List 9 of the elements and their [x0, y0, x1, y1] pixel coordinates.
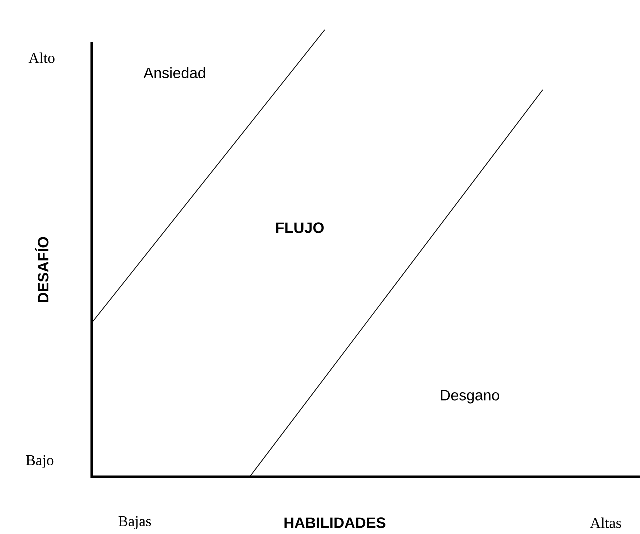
region-label: Desgano [441, 390, 500, 404]
tick-label: Alto [28, 52, 55, 64]
tick-label: Altas [590, 518, 622, 528]
axis-label: DESAFÍO [35, 237, 49, 302]
tick-label: Bajas [118, 516, 152, 530]
tick-label: Bajo [26, 455, 54, 469]
axis-label: HABILIDADES [284, 518, 386, 528]
region-label: Ansiedad [144, 68, 206, 78]
region-label: FLUJO [276, 222, 324, 234]
